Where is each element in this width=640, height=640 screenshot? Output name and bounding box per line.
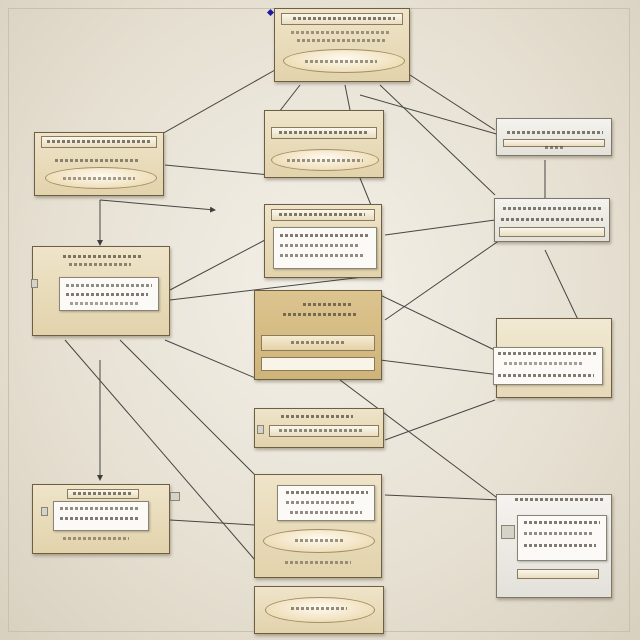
node-text (498, 374, 594, 377)
node-header-text (507, 131, 603, 134)
connector (99, 199, 216, 213)
node-header-text (73, 492, 133, 495)
node-inner-panel[interactable] (59, 277, 159, 311)
node-header-text (515, 498, 603, 501)
connector (379, 84, 496, 196)
node-tab (41, 507, 48, 516)
node-text (286, 491, 368, 494)
node-header-text (47, 140, 151, 143)
node-text (291, 607, 347, 610)
node-header-text (279, 213, 365, 216)
node-text (501, 218, 603, 221)
node-text (545, 146, 563, 149)
diagram-node[interactable] (32, 484, 170, 554)
connector (169, 519, 256, 526)
node-text (285, 561, 351, 564)
node-text (297, 39, 385, 42)
node-inner-panel[interactable] (517, 515, 607, 561)
connector (384, 494, 501, 501)
connector (339, 379, 501, 501)
diagram-node[interactable] (34, 132, 164, 196)
node-text (498, 352, 596, 355)
node-inner-panel[interactable] (53, 501, 149, 531)
node-footer (261, 357, 375, 371)
node-header-text (281, 415, 353, 418)
node-tab (257, 425, 264, 434)
node-text (66, 284, 152, 287)
node-text (70, 302, 138, 305)
connector (384, 399, 496, 441)
diagram-node[interactable] (254, 290, 382, 380)
node-text (63, 177, 135, 180)
connector (344, 84, 351, 111)
node-pill[interactable] (265, 597, 375, 623)
node-text (280, 234, 368, 237)
node-footer (517, 569, 599, 579)
diagram-node[interactable] (31, 246, 170, 336)
connector (384, 219, 496, 236)
node-header-text (303, 303, 351, 306)
diagram-node[interactable] (493, 318, 612, 398)
node-text (290, 511, 362, 514)
diagram-node[interactable] (254, 408, 384, 448)
diagram-node[interactable] (496, 118, 612, 156)
node-inner-panel[interactable] (493, 347, 603, 385)
node-text (504, 362, 582, 365)
node-text (524, 532, 594, 535)
node-pill[interactable] (283, 49, 405, 73)
diagram-node[interactable] (264, 110, 384, 178)
node-text (287, 159, 363, 162)
connector (159, 69, 276, 136)
node-footer (499, 227, 605, 237)
node-text (524, 544, 596, 547)
diagram-node[interactable] (264, 204, 382, 278)
connector (169, 239, 266, 291)
node-text (69, 263, 131, 266)
node-text (280, 254, 364, 257)
node-header-text (279, 131, 369, 134)
diagram-node[interactable] (496, 494, 612, 598)
node-text (63, 537, 129, 540)
connector (164, 164, 271, 176)
node-text (55, 159, 139, 162)
node-text (280, 244, 360, 247)
node-tab (31, 279, 38, 288)
node-text (291, 31, 389, 34)
connector (359, 94, 501, 136)
node-text (295, 539, 345, 542)
node-inner-panel[interactable] (273, 227, 377, 269)
diagram-node[interactable] (254, 586, 384, 634)
node-header-text (63, 255, 143, 258)
node-tab (501, 525, 515, 539)
node-inner-panel[interactable] (277, 485, 375, 521)
node-text (279, 429, 363, 432)
node-text (60, 507, 140, 510)
diagram-node[interactable] (494, 198, 610, 242)
node-tab (170, 492, 180, 501)
node-header-text (503, 207, 601, 210)
connector (119, 339, 256, 476)
connector (169, 274, 381, 301)
connector (164, 339, 261, 381)
node-header-text (293, 17, 395, 20)
connector (384, 239, 501, 321)
node-text (524, 521, 600, 524)
connector (409, 74, 496, 131)
node-text (291, 341, 345, 344)
diagram-node[interactable] (254, 474, 382, 578)
connector (379, 294, 506, 356)
node-text (305, 60, 377, 63)
node-text (66, 293, 148, 296)
node-text (286, 501, 354, 504)
node-header-text (283, 313, 357, 316)
node-text (60, 517, 138, 520)
diagram-node[interactable] (274, 8, 410, 82)
connector (379, 359, 501, 376)
